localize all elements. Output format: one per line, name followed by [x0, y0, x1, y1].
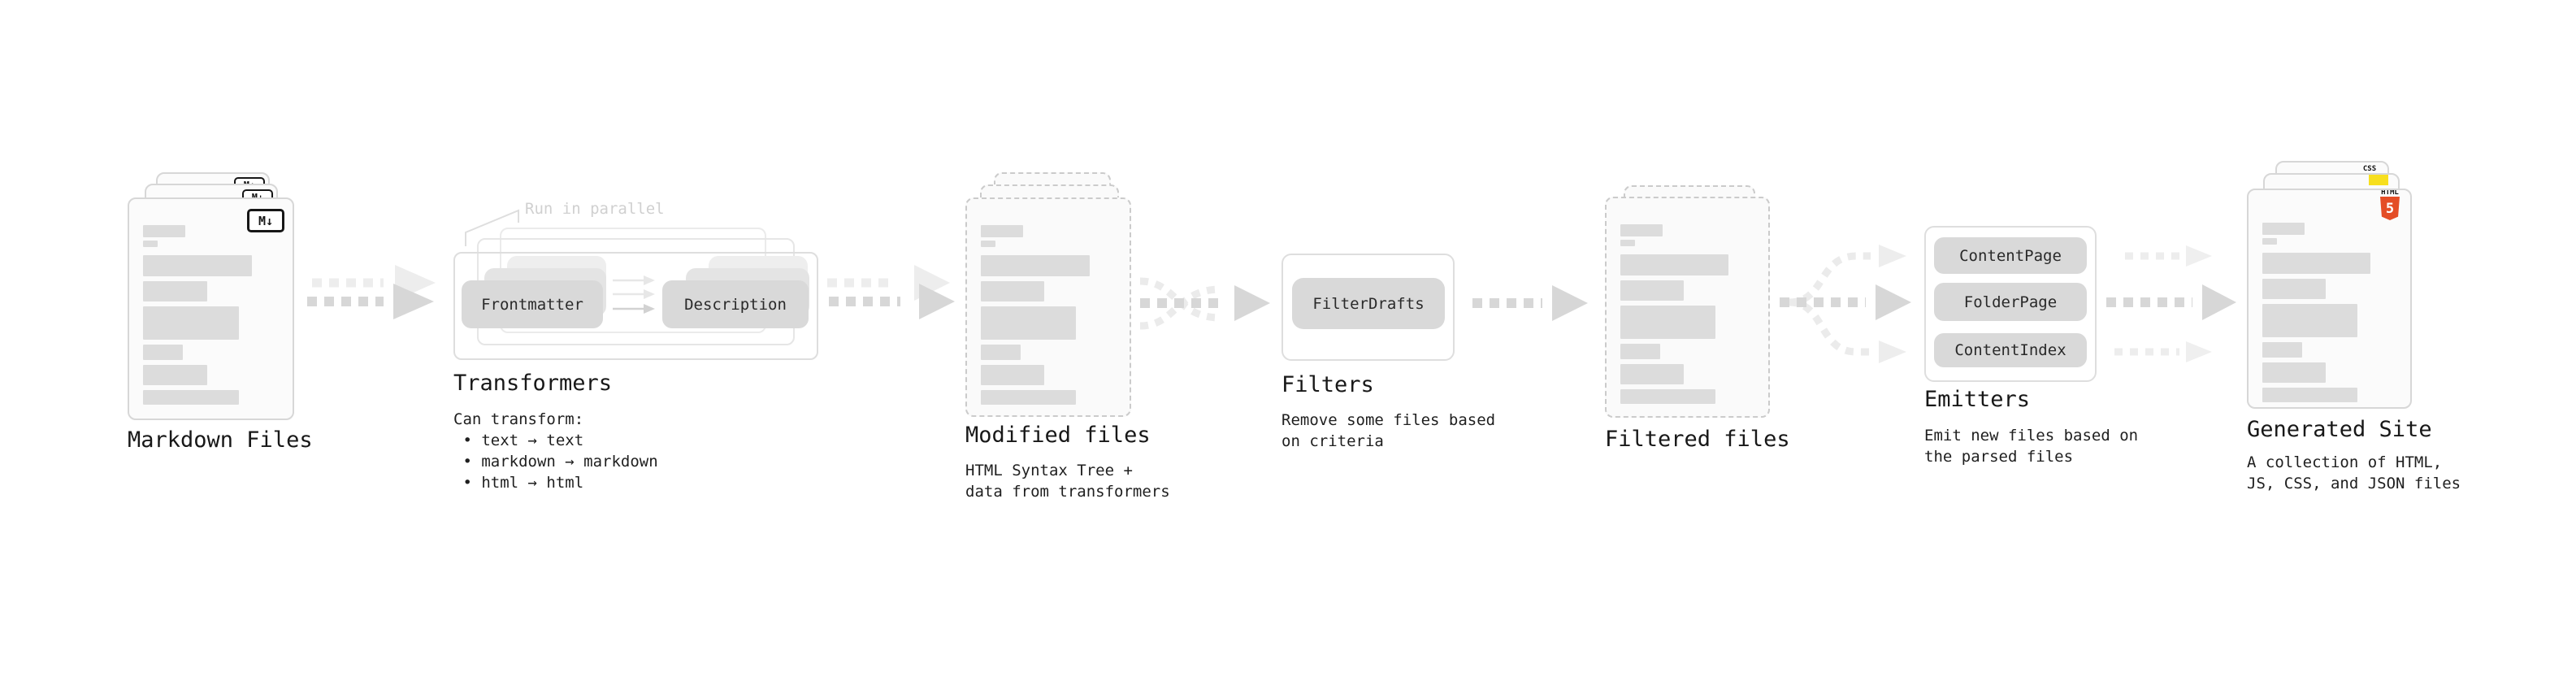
file-content-placeholder [1620, 224, 1752, 404]
flow-arrow-transformers-to-modified-icon [829, 284, 955, 319]
stage-caption-emitters: Emit new files based on the parsed files [1924, 427, 2139, 466]
placeholder-bar [143, 306, 240, 340]
placeholder-bar [981, 306, 1077, 340]
html5-icon-shield: 5 [2380, 197, 2400, 220]
folderpage-pill: FolderPage [1934, 283, 2087, 321]
flow-arrow-markdown-to-transformers-icon [307, 284, 434, 319]
placeholder-bar [981, 390, 1077, 405]
placeholder-bar [2262, 279, 2326, 299]
placeholder-bar [981, 241, 995, 247]
stage-title-generated-site: Generated Site [2247, 417, 2432, 442]
js-file-icon [2369, 175, 2388, 185]
placeholder-bar [981, 225, 1024, 237]
placeholder-bar [143, 225, 186, 237]
flow-arrows-emitters-to-generated-icon [2106, 245, 2236, 362]
stage-title-emitters: Emitters [1924, 387, 2031, 412]
file-content-placeholder [143, 225, 276, 405]
stage-title-markdown-files: Markdown Files [128, 427, 313, 453]
placeholder-bar [1620, 240, 1635, 246]
filterdrafts-pill: FilterDrafts [1292, 278, 1445, 329]
placeholder-bar [981, 345, 1021, 360]
html5-icon-word: HTML [2381, 189, 2399, 197]
placeholder-bar [981, 281, 1045, 301]
placeholder-bar [1620, 254, 1728, 275]
placeholder-bar [143, 345, 184, 360]
description-pill: Description [662, 280, 809, 328]
placeholder-bar [2262, 304, 2357, 337]
stage-title-filtered-files: Filtered files [1605, 427, 1790, 452]
markdown-file-card-front: M↓ [128, 197, 294, 420]
modified-file-card-front [965, 197, 1131, 417]
stage-title-transformers: Transformers [453, 371, 613, 396]
html5-icon: HTML 5 [2379, 189, 2400, 220]
file-content-placeholder [981, 225, 1113, 405]
contentpage-pill: ContentPage [1934, 237, 2087, 274]
placeholder-bar [1620, 280, 1684, 301]
stage-caption-modified-files: HTML Syntax Tree + data from transformer… [965, 462, 1170, 501]
placeholder-bar [1620, 224, 1663, 236]
placeholder-bar [2262, 238, 2277, 245]
generated-file-card-front: HTML 5 [2247, 189, 2412, 409]
flow-merge-modified-to-filters-icon [1139, 277, 1270, 330]
placeholder-bar [1620, 389, 1715, 404]
placeholder-bar [2262, 388, 2357, 402]
markdown-icon: M↓ [247, 209, 284, 232]
placeholder-bar [1620, 306, 1715, 339]
placeholder-bar [143, 281, 207, 301]
run-in-parallel-leader-line [465, 209, 519, 246]
transformer-box-front [453, 252, 818, 360]
placeholder-bar [2262, 223, 2305, 235]
placeholder-bar [2262, 342, 2302, 358]
flow-arrow-filters-to-filtered-icon [1472, 285, 1588, 321]
placeholder-bar [143, 365, 207, 385]
stage-caption-generated-site: A collection of HTML, JS, CSS, and JSON … [2247, 453, 2461, 492]
flow-fanout-filtered-to-emitters-icon [1780, 245, 1911, 363]
stage-title-filters: Filters [1281, 372, 1374, 397]
placeholder-bar [143, 390, 240, 405]
run-in-parallel-callout: Run in parallel [525, 200, 665, 218]
placeholder-bar [981, 365, 1045, 385]
frontmatter-pill: Frontmatter [462, 280, 603, 328]
placeholder-bar [1620, 364, 1684, 384]
file-content-placeholder [2262, 223, 2394, 402]
placeholder-bar [143, 241, 158, 247]
placeholder-bar [981, 255, 1090, 276]
placeholder-bar [143, 255, 253, 276]
stage-caption-transformers: Can transform: • text → text • markdown … [453, 410, 658, 492]
transformer-step-arrow-icon [613, 275, 655, 314]
placeholder-bar [2262, 253, 2370, 274]
placeholder-bar [1620, 344, 1660, 359]
contentindex-pill: ContentIndex [1934, 333, 2087, 367]
placeholder-bar [2262, 362, 2326, 383]
stage-title-modified-files: Modified files [965, 423, 1151, 448]
stage-caption-filters: Remove some files based on criteria [1281, 411, 1496, 450]
filtered-file-card-front [1605, 197, 1770, 418]
